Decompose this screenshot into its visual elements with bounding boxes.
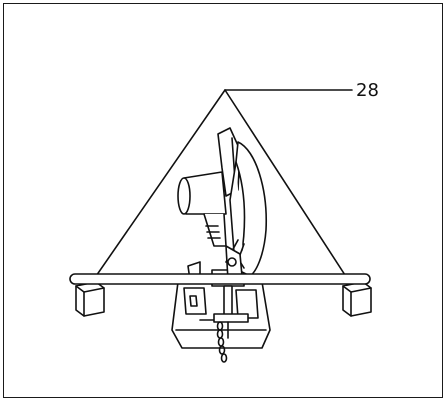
motor-housing (177, 171, 227, 247)
lifting-bar (69, 273, 371, 285)
chain (216, 321, 228, 363)
lifting-cords (84, 89, 357, 293)
lifting-cord-left (84, 89, 226, 293)
support-block-left (75, 281, 105, 317)
support-block-right (342, 281, 372, 317)
lifting-cord-right (224, 89, 357, 293)
callout-label-28: 28 (356, 80, 379, 101)
